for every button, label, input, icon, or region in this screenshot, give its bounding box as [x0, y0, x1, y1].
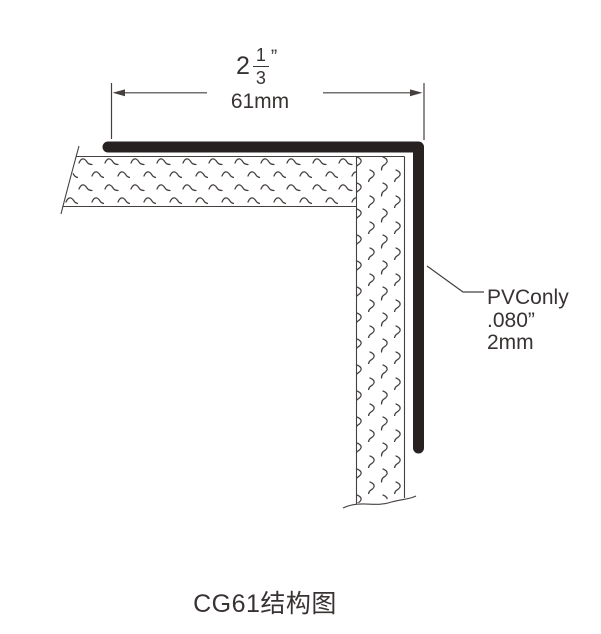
dimension-arrow-right-icon [410, 89, 423, 97]
bottom-break-line [342, 495, 417, 509]
drawing-caption: CG61结构图 [193, 590, 337, 618]
dimension-arrow-left-icon [112, 89, 125, 97]
dimension-fraction: 1 3 [252, 46, 269, 88]
material-label-line2: .080” [487, 308, 535, 332]
pvc-layer [102, 141, 424, 454]
material-label: PVConly .080” 2mm [487, 286, 569, 355]
dimension-metric: 61mm [230, 90, 290, 113]
fraction-numerator: 1 [252, 46, 269, 67]
left-break-line [60, 145, 80, 215]
dimension-imperial: 2 1 3 ” [236, 46, 278, 88]
inch-mark: ” [270, 47, 278, 68]
horizontal-board-hatch [64, 157, 356, 206]
material-label-line3: 2mm [487, 331, 534, 354]
material-label-line1: PVConly [487, 286, 569, 309]
vertical-board-hatch [357, 157, 404, 503]
dimension-whole-number: 2 [236, 51, 250, 80]
fraction-denominator: 3 [255, 67, 266, 88]
label-leader-line [426, 265, 484, 293]
